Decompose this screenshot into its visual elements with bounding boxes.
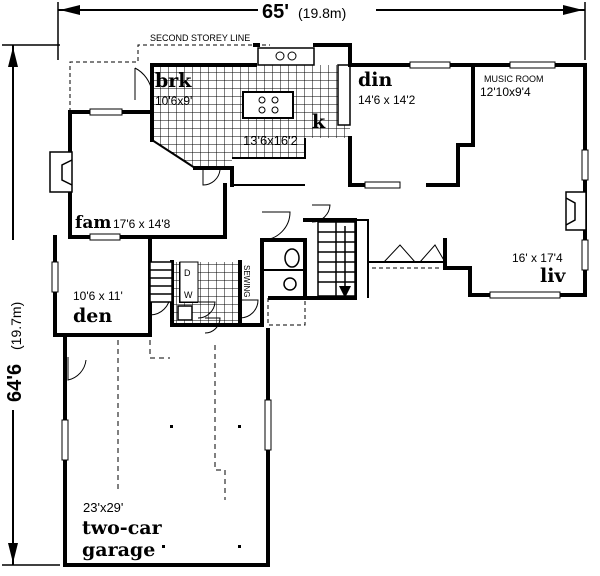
width-main-label: 65' (262, 1, 289, 23)
second-storey-outline (69, 44, 270, 112)
kitchen-sink-counter (257, 47, 315, 66)
living-size: 16' x 17'4 (512, 251, 563, 265)
garage-car-outlines (117, 340, 226, 500)
family-size: 17'6 x 14'8 (113, 217, 171, 231)
depth-main-label: 64'6 (4, 364, 26, 402)
kitchen-name: k (312, 111, 326, 133)
depth-metric-label: (19.7m) (8, 302, 24, 350)
breakfast-name: brk (155, 70, 192, 92)
breakfast-size: 10'6x9' (155, 94, 192, 108)
dining-name: din (358, 69, 393, 91)
washer-dryer (179, 261, 199, 303)
sewing-label: SEWING (242, 265, 251, 297)
garage-name-line1: two-car (82, 517, 163, 539)
powder-room-fixtures (283, 248, 300, 291)
entry-porch-outline (267, 298, 306, 326)
garage-size: 23'x29' (83, 500, 123, 515)
windows (51, 61, 589, 461)
washer-label: W (184, 290, 193, 300)
width-metric-label: (19.8m) (298, 5, 346, 21)
living-name: liv (540, 265, 566, 287)
dining-size: 14'6 x 14'2 (358, 93, 416, 107)
den-name: den (73, 305, 112, 327)
den-size: 10'6 x 11' (73, 289, 123, 303)
kitchen-size: 13'6x16'2 (243, 133, 298, 148)
family-name: fam (75, 213, 111, 233)
kitchen-side-counter (337, 64, 351, 126)
garage-name-line2: garage (82, 539, 155, 561)
kitchen-island (242, 91, 294, 119)
laundry-sink (177, 305, 193, 321)
den-stairs (149, 261, 173, 303)
dryer-label: D (184, 268, 191, 278)
main-stairs (317, 221, 356, 298)
music-room-size: 12'10x9'4 (480, 85, 531, 99)
living-fireplace (565, 191, 587, 231)
music-room-name: MUSIC ROOM (484, 74, 544, 84)
family-fireplace (49, 151, 73, 193)
second-storey-line-label: SECOND STOREY LINE (150, 33, 250, 43)
